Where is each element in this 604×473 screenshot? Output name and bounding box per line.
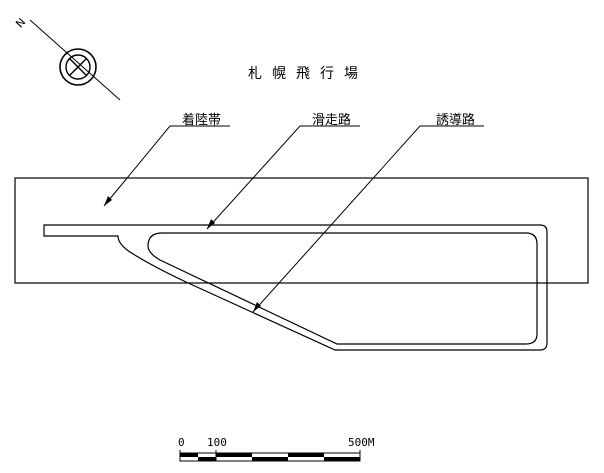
runway-label: 滑走路	[312, 112, 351, 128]
compass-outer-circle	[59, 48, 97, 86]
diagram-title: 札幌飛行場	[248, 66, 368, 82]
runway-leader	[206, 125, 360, 230]
compass-cross-b	[69, 58, 87, 76]
scale-label-100: 100	[207, 436, 227, 449]
north-label: N	[13, 16, 28, 31]
compass-inner-circle	[65, 54, 91, 80]
landing-strip-leader	[103, 125, 230, 207]
scale-bar: 0 100 500M	[178, 436, 375, 462]
taxiway-inner-outline	[147, 232, 538, 345]
landing-strip-label: 着陸帯	[182, 112, 221, 128]
scale-label-0: 0	[178, 436, 185, 449]
landing-strip	[14, 177, 589, 284]
taxiway-leader	[252, 125, 484, 313]
runway-taxiway-outline	[43, 224, 548, 351]
compass-icon: N	[13, 16, 121, 101]
taxiway-label: 誘導路	[436, 112, 475, 128]
north-arrow-line	[29, 19, 121, 101]
scale-label-500: 500M	[348, 436, 375, 449]
